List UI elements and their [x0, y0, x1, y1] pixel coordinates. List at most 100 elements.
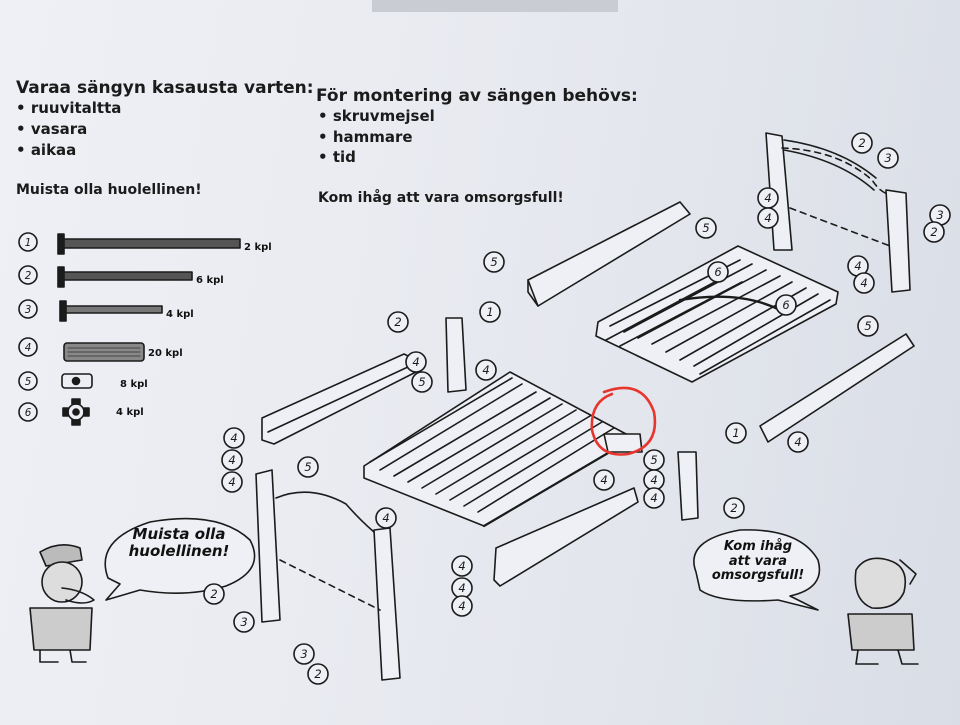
- svg-text:4: 4: [482, 363, 489, 377]
- callout-marker: 2: [203, 583, 225, 605]
- parts-list: [57, 233, 241, 426]
- svg-text:5: 5: [25, 376, 32, 388]
- svg-text:5: 5: [702, 221, 709, 235]
- right-parts: [493, 333, 915, 587]
- svg-text:3: 3: [884, 151, 891, 165]
- callout-marker: 1: [479, 301, 501, 323]
- callout-marker: 2: [723, 497, 745, 519]
- svg-text:4: 4: [412, 355, 419, 369]
- callout-marker: 4: [475, 359, 497, 381]
- svg-text:1: 1: [732, 426, 739, 440]
- callout-marker: 4: [451, 555, 473, 577]
- callout-marker: 2: [307, 663, 329, 685]
- slat-base-back: [595, 245, 839, 383]
- part-barrel-nut: [61, 373, 93, 389]
- svg-text:6: 6: [25, 407, 32, 419]
- mascot-left: [29, 544, 95, 663]
- part-corner: [62, 398, 90, 426]
- svg-text:4: 4: [650, 491, 657, 505]
- part-bolt: [57, 266, 193, 288]
- svg-text:6: 6: [714, 265, 721, 279]
- svg-text:1: 1: [25, 237, 32, 249]
- svg-text:2: 2: [25, 270, 32, 282]
- callout-marker: 4: [221, 471, 243, 493]
- part-qty: 4 kpl: [166, 309, 194, 320]
- callout-marker: 4: [221, 449, 243, 471]
- svg-text:3: 3: [240, 615, 247, 629]
- callout-marker: 4: [223, 427, 245, 449]
- part-number-marker: 1: [18, 232, 38, 252]
- callout-marker: 4: [593, 469, 615, 491]
- svg-text:5: 5: [490, 255, 497, 269]
- svg-text:3: 3: [300, 647, 307, 661]
- callout-marker: 5: [643, 449, 665, 471]
- part-qty: 2 kpl: [244, 242, 272, 253]
- slat-base-front: [363, 371, 628, 528]
- part-short-bolt: [59, 300, 163, 322]
- callout-marker: 4: [757, 187, 779, 209]
- callout-marker: 4: [643, 469, 665, 491]
- parts-list-numbers: 1 2 3 4 5 6: [18, 232, 38, 422]
- svg-text:2: 2: [394, 315, 401, 329]
- part-number-marker: 6: [18, 402, 38, 422]
- callout-marker: 5: [695, 217, 717, 239]
- callout-marker: 3: [233, 611, 255, 633]
- part-qty: 4 kpl: [116, 407, 144, 418]
- svg-text:5: 5: [650, 453, 657, 467]
- svg-text:2: 2: [930, 225, 937, 239]
- svg-text:4: 4: [794, 435, 801, 449]
- callout-marker: 4: [451, 595, 473, 617]
- svg-text:2: 2: [858, 136, 865, 150]
- callout-marker: 4: [787, 431, 809, 453]
- side-rail-top: [527, 201, 691, 307]
- svg-text:4: 4: [458, 599, 465, 613]
- svg-text:4: 4: [228, 475, 235, 489]
- swedish-item: • hammare: [318, 128, 413, 146]
- svg-text:2: 2: [210, 587, 217, 601]
- callout-marker: 4: [451, 577, 473, 599]
- speech-bubble-left: [104, 517, 256, 601]
- svg-text:4: 4: [600, 473, 607, 487]
- callout-marker: 4: [375, 507, 397, 529]
- svg-text:2: 2: [730, 501, 737, 515]
- part-qty: 8 kpl: [120, 379, 148, 390]
- part-qty: 6 kpl: [196, 275, 224, 286]
- part-number-marker: 2: [18, 265, 38, 285]
- swedish-heading: För montering av sängen behövs:: [316, 86, 638, 106]
- mascot-right: [847, 557, 919, 665]
- speech-bubble-right: [693, 529, 821, 611]
- swedish-reminder: Kom ihåg att vara omsorgsfull!: [318, 190, 564, 206]
- svg-text:5: 5: [304, 460, 311, 474]
- callout-marker: 5: [857, 315, 879, 337]
- callout-marker: 2: [851, 132, 873, 154]
- swedish-item: • skruvmejsel: [318, 107, 435, 125]
- svg-text:3: 3: [25, 304, 32, 316]
- callout-marker: 6: [707, 261, 729, 283]
- finnish-item: • aikaa: [16, 141, 77, 159]
- svg-text:4: 4: [764, 211, 771, 225]
- bubble-left-text: Muista olla huolellinen!: [128, 525, 230, 560]
- highlight-circle: [590, 386, 657, 456]
- finnish-heading: Varaa sängyn kasausta varten:: [16, 78, 314, 98]
- part-long-bolt: [57, 233, 241, 255]
- part-dowel: [63, 342, 145, 362]
- top-strip: [372, 0, 618, 12]
- svg-text:4: 4: [228, 453, 235, 467]
- svg-text:4: 4: [854, 259, 861, 273]
- callout-marker: 3: [293, 643, 315, 665]
- part-number-marker: 5: [18, 371, 38, 391]
- svg-text:3: 3: [936, 208, 943, 222]
- swedish-item: • tid: [318, 148, 356, 166]
- callout-marker: 5: [483, 251, 505, 273]
- svg-text:4: 4: [25, 342, 32, 354]
- part-number-marker: 3: [18, 299, 38, 319]
- svg-text:4: 4: [458, 559, 465, 573]
- svg-text:4: 4: [458, 581, 465, 595]
- callout-marker: 2: [387, 311, 409, 333]
- svg-text:4: 4: [230, 431, 237, 445]
- finnish-item: • vasara: [16, 120, 88, 138]
- callout-marker: 5: [411, 371, 433, 393]
